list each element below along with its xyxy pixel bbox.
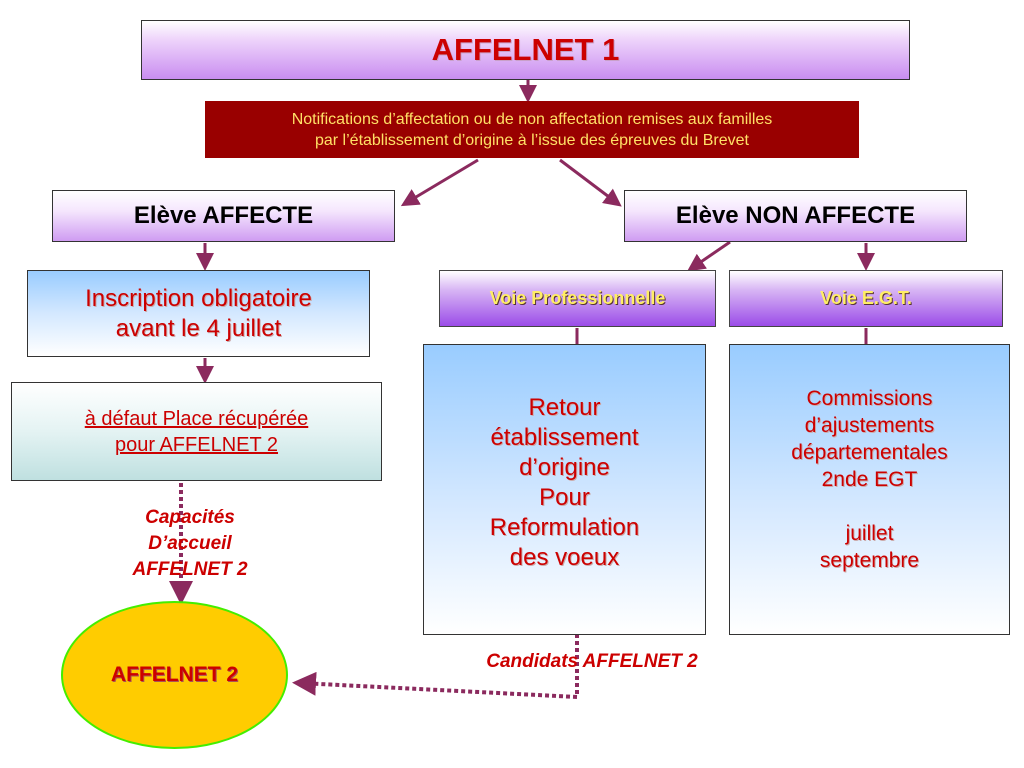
notification-box: Notifications d’affectation ou de non af… — [205, 101, 859, 158]
voie-egt-label: Voie E.G.T. — [820, 288, 912, 308]
affelnet2-label: AFFELNET 2 — [110, 663, 239, 686]
arrow-notification-to-non-affecte — [559, 158, 622, 207]
commissions-box: Commissions d’ajustements départementale… — [729, 344, 1010, 635]
retour-line: établissement — [490, 424, 639, 451]
inscription-line1: Inscription obligatoire — [85, 284, 312, 312]
arrow-non-affecte-to-voie-pro — [687, 240, 731, 272]
affelnet2-ellipse: AFFELNET 2 — [61, 601, 288, 749]
retour-line: d’origine — [519, 454, 610, 481]
commissions-period: septembre — [819, 549, 920, 572]
retour-line: Pour — [539, 484, 590, 511]
commissions-line: Commissions — [806, 387, 933, 410]
eleve-affecte-box: Elève AFFECTE — [52, 190, 395, 242]
defaut-line1: à défaut Place récupérée — [84, 407, 309, 430]
commissions-line: 2nde EGT — [821, 468, 918, 491]
voie-professionnelle-box: Voie Professionnelle — [439, 270, 716, 327]
voie-egt-box: Voie E.G.T. — [729, 270, 1003, 327]
defaut-box: à défaut Place récupérée pour AFFELNET 2 — [11, 382, 382, 481]
capacites-line: D’accueil — [148, 533, 232, 554]
arrow-notification-to-affecte — [400, 158, 479, 207]
dotted-arrow-retour-to-affelnet2 — [292, 613, 579, 700]
eleve-non-affecte-label: Elève NON AFFECTE — [675, 202, 916, 229]
inscription-line2: avant le 4 juillet — [115, 314, 282, 342]
capacites-line: AFFELNET 2 — [132, 559, 248, 580]
affelnet1-title: AFFELNET 1 — [431, 32, 620, 67]
eleve-affecte-label: Elève AFFECTE — [133, 202, 314, 229]
retour-line: Retour — [528, 394, 601, 421]
capacites-accueil-text: Capacités D’accueil AFFELNET 2 — [100, 505, 280, 583]
affelnet1-title-box: AFFELNET 1 — [141, 20, 910, 80]
capacites-line: Capacités — [145, 507, 235, 528]
candidats-affelnet2-text: Candidats AFFELNET 2 — [486, 651, 698, 672]
commissions-line: départementales — [791, 441, 948, 464]
eleve-non-affecte-box: Elève NON AFFECTE — [624, 190, 967, 242]
retour-line: des voeux — [509, 544, 620, 571]
commissions-period: juillet — [845, 522, 894, 545]
defaut-line2: pour AFFELNET 2 — [114, 433, 279, 456]
commissions-line: d’ajustements — [804, 414, 935, 437]
notification-line2: par l’établissement d’origine à l’issue … — [314, 131, 749, 149]
inscription-box: Inscription obligatoire avant le 4 juill… — [27, 270, 370, 357]
notification-line1: Notifications d’affectation ou de non af… — [291, 110, 773, 128]
retour-box: Retour établissement d’origine Pour Refo… — [423, 344, 706, 635]
retour-line: Reformulation — [489, 514, 640, 541]
voie-professionnelle-label: Voie Professionnelle — [489, 288, 666, 308]
